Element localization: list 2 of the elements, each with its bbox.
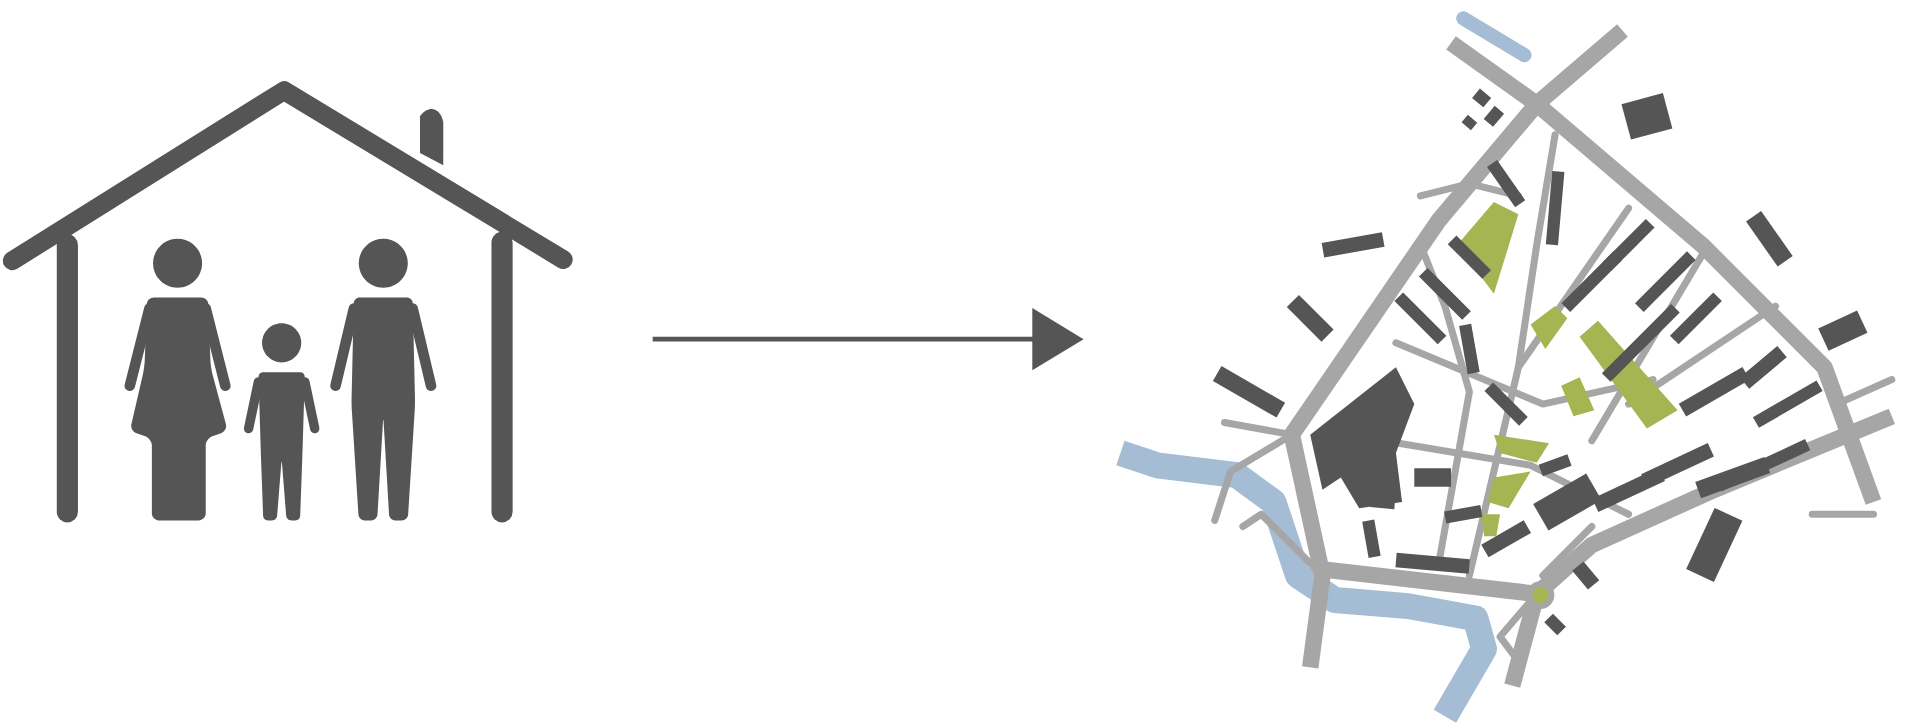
house-family-drawing [2,81,573,523]
city-map-drawing [1116,11,1896,723]
